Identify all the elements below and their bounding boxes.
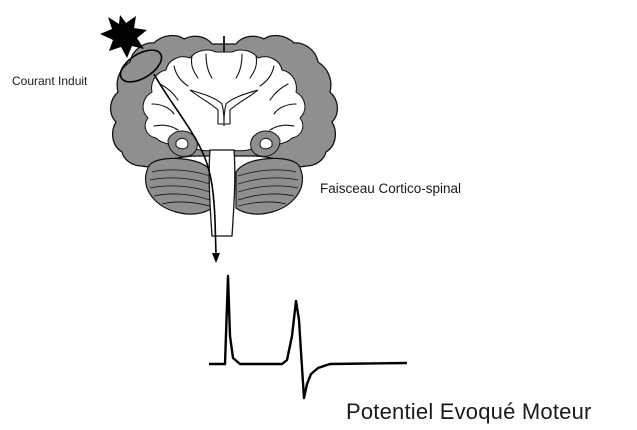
courant-induit-label: Courant Induit <box>12 74 87 88</box>
brain-coronal-section <box>111 36 338 236</box>
mep-waveform <box>209 276 407 398</box>
tract-arrowhead <box>212 253 220 263</box>
white-matter <box>143 50 305 151</box>
faisceau-cortico-spinal-label: Faisceau Cortico-spinal <box>320 181 461 196</box>
potentiel-evoque-moteur-label: Potentiel Evoqué Moteur <box>346 399 592 425</box>
mep-trace <box>209 276 407 398</box>
